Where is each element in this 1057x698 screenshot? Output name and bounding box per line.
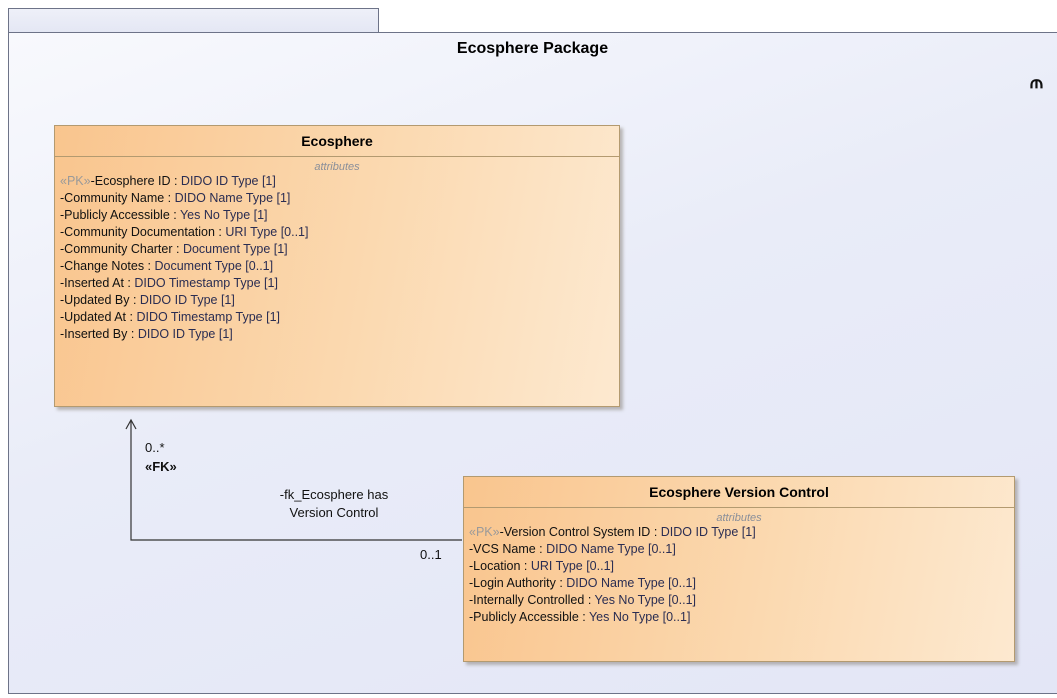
class-name: Ecosphere xyxy=(55,126,619,157)
package-tab xyxy=(8,8,379,32)
attribute-type: Yes No Type [0..1] xyxy=(588,610,691,624)
attribute-row[interactable]: -Updated By : DIDO ID Type [1] xyxy=(60,293,235,307)
attribute-name: -Updated At xyxy=(60,310,127,324)
attribute-type: DIDO ID Type [1] xyxy=(180,174,276,188)
section-label: attributes xyxy=(314,161,360,173)
attribute-type: DIDO ID Type [1] xyxy=(660,525,756,539)
section-label: attributes xyxy=(716,512,762,524)
attribute-list: «PK»-Ecosphere ID : DIDO ID Type [1] -Com… xyxy=(55,173,619,343)
attribute-name: -Login Authority xyxy=(469,576,556,590)
attribute-type: DIDO ID Type [1] xyxy=(137,327,233,341)
class-ecosphere-version-control[interactable]: Ecosphere Version Control attributes «PK… xyxy=(463,476,1015,662)
attribute-name: -Updated By xyxy=(60,293,130,307)
attribute-row[interactable]: -Location : URI Type [0..1] xyxy=(469,559,615,573)
attribute-row[interactable]: -Inserted At : DIDO Timestamp Type [1] xyxy=(60,276,278,290)
attribute-name: -Change Notes xyxy=(60,259,145,273)
attribute-name: -Community Name xyxy=(60,191,165,205)
attribute-name: -Internally Controlled xyxy=(469,593,585,607)
attribute-name: -Community Documentation xyxy=(60,225,215,239)
attribute-name: -Version Control System ID xyxy=(499,525,651,539)
attribute-row[interactable]: -Updated At : DIDO Timestamp Type [1] xyxy=(60,310,281,324)
attribute-type: DIDO ID Type [1] xyxy=(139,293,235,307)
attribute-row[interactable]: -Login Authority : DIDO Name Type [0..1] xyxy=(469,576,696,590)
attribute-name: -Publicly Accessible xyxy=(469,610,579,624)
attribute-name: -Ecosphere ID xyxy=(90,174,171,188)
attribute-type: DIDO Timestamp Type [1] xyxy=(136,310,281,324)
fk-stereotype: «FK» xyxy=(145,459,177,474)
attribute-name: -Community Charter xyxy=(60,242,173,256)
attribute-type: URI Type [0..1] xyxy=(225,225,309,239)
attribute-type: URI Type [0..1] xyxy=(530,559,615,573)
attribute-type: Yes No Type [0..1] xyxy=(594,593,697,607)
attribute-type: DIDO Name Type [0..1] xyxy=(566,576,696,590)
attribute-row[interactable]: -Change Notes : Document Type [0..1] xyxy=(60,259,274,273)
attribute-type: DIDO Timestamp Type [1] xyxy=(134,276,278,290)
attribute-row[interactable]: «PK»-Version Control System ID : DIDO ID… xyxy=(469,525,756,539)
attribute-type: Document Type [0..1] xyxy=(154,259,274,273)
attribute-type: DIDO Name Type [1] xyxy=(174,191,291,205)
pk-stereotype: «PK» xyxy=(469,525,500,539)
association-name-line2: Version Control xyxy=(289,505,379,520)
attribute-type: Document Type [1] xyxy=(182,242,288,256)
attribute-name: -VCS Name xyxy=(469,542,536,556)
attribute-row[interactable]: -Publicly Accessible : Yes No Type [1] xyxy=(60,208,268,222)
attribute-type: DIDO Name Type [0..1] xyxy=(546,542,676,556)
attribute-name: -Publicly Accessible xyxy=(60,208,170,222)
package-title: Ecosphere Package xyxy=(456,40,609,57)
attribute-name: -Inserted At xyxy=(60,276,124,290)
attribute-row[interactable]: -Community Charter : Document Type [1] xyxy=(60,242,288,256)
navigability-arrow-icon xyxy=(125,418,137,430)
attribute-row[interactable]: «PK»-Ecosphere ID : DIDO ID Type [1] xyxy=(60,174,276,188)
pk-stereotype: «PK» xyxy=(60,174,91,188)
class-ecosphere[interactable]: Ecosphere attributes «PK»-Ecosphere ID :… xyxy=(54,125,620,407)
association-name-line1: -fk_Ecosphere has xyxy=(279,487,389,502)
attribute-type: Yes No Type [1] xyxy=(179,208,268,222)
class-name: Ecosphere Version Control xyxy=(464,477,1014,508)
attribute-name: -Location xyxy=(469,559,521,573)
attribute-list: «PK»-Version Control System ID : DIDO ID… xyxy=(464,524,1014,626)
attribute-name: -Inserted By xyxy=(60,327,128,341)
attribute-row[interactable]: -Publicly Accessible : Yes No Type [0..1… xyxy=(469,610,691,624)
attribute-row[interactable]: -Community Documentation : URI Type [0..… xyxy=(60,225,309,239)
attribute-row[interactable]: -VCS Name : DIDO Name Type [0..1] xyxy=(469,542,676,556)
target-multiplicity: 0..1 xyxy=(420,547,442,562)
attribute-row[interactable]: -Internally Controlled : Yes No Type [0.… xyxy=(469,593,697,607)
package-tree-icon: ⫙ xyxy=(1030,72,1043,92)
source-multiplicity: 0..* xyxy=(145,440,165,455)
attribute-row[interactable]: -Inserted By : DIDO ID Type [1] xyxy=(60,327,233,341)
attribute-row[interactable]: -Community Name : DIDO Name Type [1] xyxy=(60,191,291,205)
